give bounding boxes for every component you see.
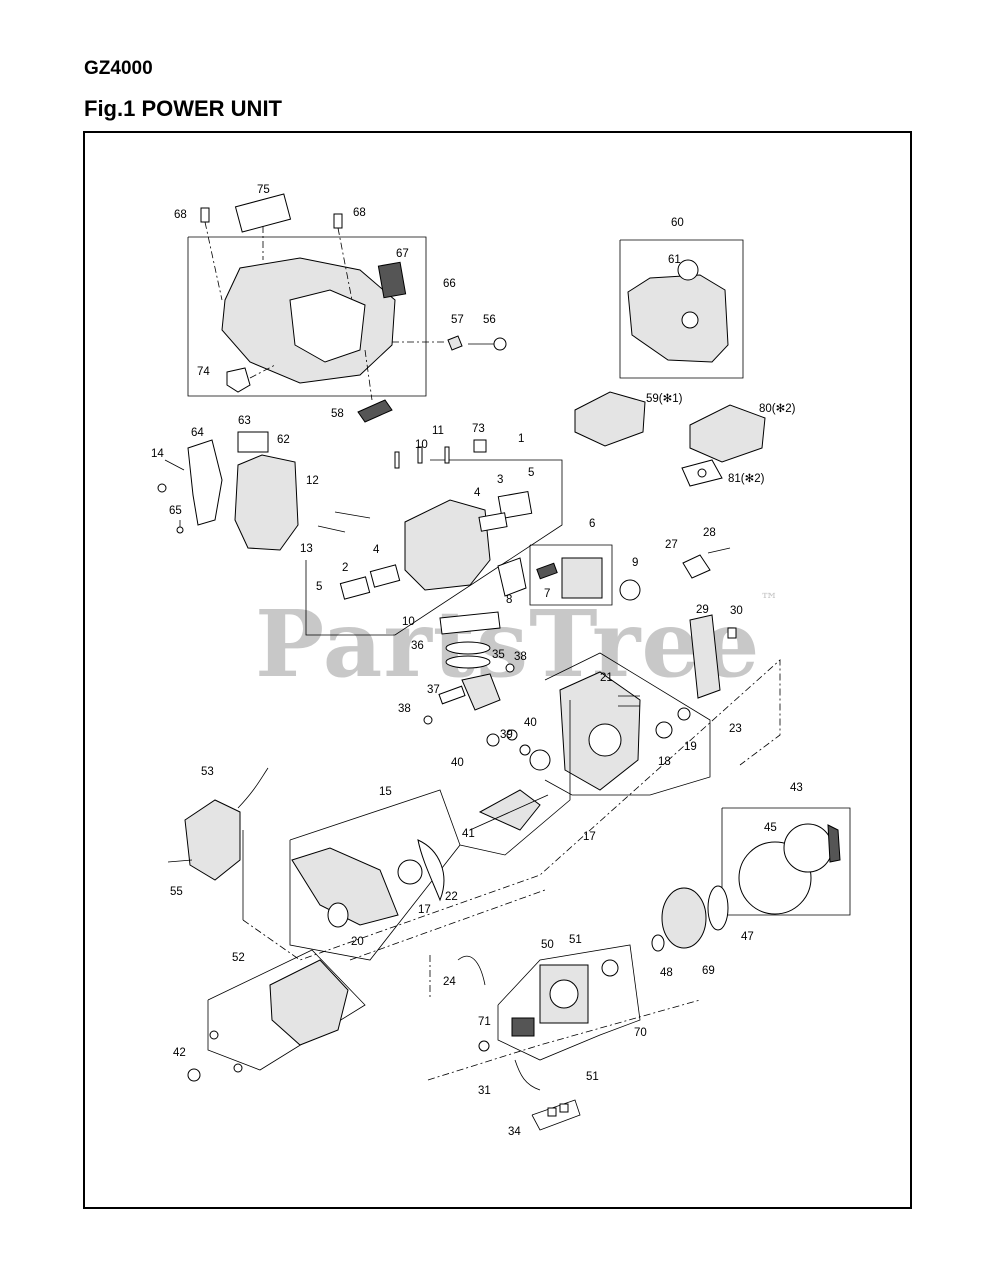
callout-18: 18: [658, 756, 671, 768]
callout-71: 71: [478, 1016, 491, 1028]
callout-29: 29: [696, 604, 709, 616]
callout-57: 57: [451, 314, 464, 326]
flywheel-group: [187, 949, 366, 1082]
oil-pump-group: [457, 944, 641, 1131]
watermark-trademark: ™: [760, 590, 780, 611]
diagram-frame: [83, 131, 912, 1209]
callout-24: 24: [443, 976, 456, 988]
callout-45: 45: [764, 822, 777, 834]
callout-37: 37: [427, 684, 440, 696]
callout-69: 69: [702, 965, 715, 977]
filter-parts: [574, 391, 766, 487]
callout-41: 41: [462, 828, 475, 840]
chain-brake-parts: [682, 547, 737, 699]
callout-51-top: 51: [569, 934, 582, 946]
callout-67: 67: [396, 248, 409, 260]
callout-68-left: 68: [174, 209, 187, 221]
callout-28: 28: [703, 527, 716, 539]
tank-group: [167, 767, 269, 920]
callout-61: 61: [668, 254, 681, 266]
callout-51-bottom: 51: [586, 1071, 599, 1083]
callout-70: 70: [634, 1027, 647, 1039]
callout-9: 9: [632, 557, 638, 569]
callout-53: 53: [201, 766, 214, 778]
crankshaft-group: [459, 700, 571, 856]
callout-36: 36: [411, 640, 424, 652]
callout-22: 22: [445, 891, 458, 903]
callout-34: 34: [508, 1126, 521, 1138]
callout-40-left: 40: [451, 757, 464, 769]
callout-75: 75: [257, 184, 270, 196]
callout-14: 14: [151, 448, 164, 460]
figure-title: Fig.1 POWER UNIT: [84, 96, 282, 121]
callout-5-bottom: 5: [316, 581, 322, 593]
callout-63: 63: [238, 415, 251, 427]
watermark-text: PartsTree: [255, 590, 761, 698]
watermark: PartsTree™: [255, 590, 779, 698]
callout-40-right: 40: [524, 717, 537, 729]
callout-31: 31: [478, 1085, 491, 1097]
callout-8: 8: [506, 594, 512, 606]
air-filter-cover-group: [619, 239, 744, 379]
callout-27: 27: [665, 539, 678, 551]
callout-47: 47: [741, 931, 754, 943]
callout-17-left: 17: [418, 904, 431, 916]
callout-35: 35: [492, 649, 505, 661]
piston-group: [423, 611, 515, 725]
callout-13: 13: [300, 543, 313, 555]
callout-56: 56: [483, 314, 496, 326]
callout-55: 55: [170, 886, 183, 898]
callout-43: 43: [790, 782, 803, 794]
callout-42: 42: [173, 1047, 186, 1059]
callout-38-top: 38: [514, 651, 527, 663]
model-number: GZ4000: [84, 58, 153, 79]
callout-73: 73: [472, 423, 485, 435]
callout-30: 30: [730, 605, 743, 617]
callout-62: 62: [277, 434, 290, 446]
muffler-group: [157, 431, 299, 551]
callout-15: 15: [379, 786, 392, 798]
callout-4-top: 4: [474, 487, 481, 499]
callout-2: 2: [342, 562, 348, 574]
callout-17-right: 17: [583, 831, 596, 843]
callout-59: 59(✻1): [646, 393, 683, 405]
callout-74: 74: [197, 366, 210, 378]
callout-60: 60: [671, 217, 684, 229]
callout-21: 21: [600, 672, 613, 684]
callout-10-top: 10: [415, 439, 428, 451]
callout-52: 52: [232, 952, 245, 964]
callout-80: 80(✻2): [759, 403, 796, 415]
callout-19: 19: [684, 741, 697, 753]
callout-1: 1: [518, 433, 524, 445]
callout-6: 6: [589, 518, 595, 530]
callout-58: 58: [331, 408, 344, 420]
callout-5-top: 5: [528, 467, 534, 479]
callout-66: 66: [443, 278, 456, 290]
callout-38-bottom: 38: [398, 703, 411, 715]
callout-20: 20: [351, 936, 364, 948]
callout-3: 3: [497, 474, 503, 486]
crankcase-left-group: [289, 789, 461, 961]
callout-50: 50: [541, 939, 554, 951]
cylinder-group: [305, 439, 563, 636]
clutch-group: [651, 807, 851, 952]
callout-23: 23: [729, 723, 742, 735]
callout-12: 12: [306, 475, 319, 487]
callout-64: 64: [191, 427, 204, 439]
carburetor-group: [497, 544, 641, 606]
callout-48: 48: [660, 967, 673, 979]
callout-4-bottom: 4: [373, 544, 380, 556]
callout-11: 11: [432, 425, 444, 437]
callout-10: 10: [402, 616, 415, 628]
top-cover-group: [187, 193, 507, 423]
crankcase-right-group: [544, 652, 711, 796]
callout-65: 65: [169, 505, 182, 517]
callout-68-right: 68: [353, 207, 366, 219]
callout-81: 81(✻2): [728, 473, 765, 485]
callout-labels: 75 68 68 67 66 57 56 74 58 60 61 59(✻1) …: [151, 184, 803, 1138]
callout-7: 7: [544, 588, 550, 600]
callout-39: 39: [500, 729, 513, 741]
